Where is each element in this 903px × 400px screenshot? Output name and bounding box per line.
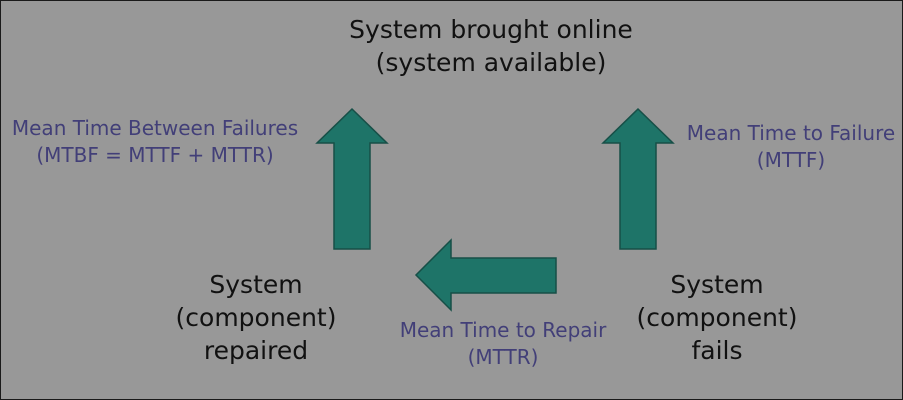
node-repaired-line1: System (209, 270, 303, 299)
node-fails-line1: System (670, 270, 764, 299)
metric-mtbf-line2: (MTBF = MTTF + MTTR) (36, 143, 274, 167)
node-repaired-line2: (component) (175, 303, 337, 332)
metric-mttf-line2: (MTTF) (756, 148, 826, 172)
metric-mtbf-line1: Mean Time Between Failures (11, 116, 299, 140)
node-system-repaired: System (component) repaired (156, 268, 356, 367)
node-system-online: System brought online (system available) (301, 13, 681, 79)
node-online-line1: System brought online (349, 15, 633, 44)
arrow-up-left (315, 107, 389, 250)
node-repaired-line3: repaired (203, 336, 309, 365)
metric-mttr-line2: (MTTR) (467, 345, 539, 369)
metric-mtbf: Mean Time Between Failures (MTBF = MTTF … (1, 115, 309, 169)
metric-mttf-line1: Mean Time to Failure (686, 121, 896, 145)
metric-mttf: Mean Time to Failure (MTTF) (673, 120, 902, 174)
arrow-up-right (601, 107, 675, 250)
node-fails-line3: fails (691, 336, 743, 365)
node-online-line2: (system available) (375, 48, 607, 77)
metric-mttr: Mean Time to Repair (MTTR) (383, 317, 623, 371)
node-fails-line2: (component) (636, 303, 798, 332)
metric-mttr-line1: Mean Time to Repair (399, 318, 607, 342)
arrow-left-bottom (414, 238, 557, 312)
node-system-fails: System (component) fails (617, 268, 817, 367)
